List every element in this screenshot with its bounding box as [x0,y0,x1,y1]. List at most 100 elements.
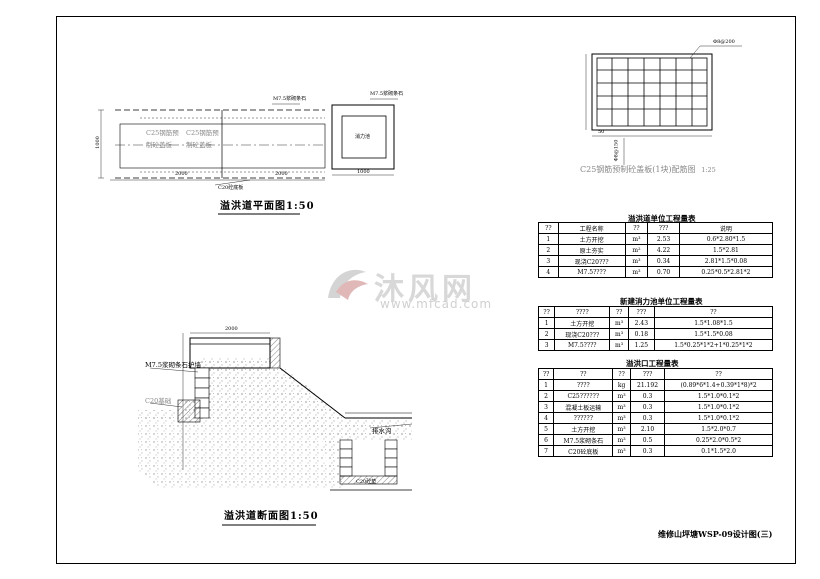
table-cell: 0.25*0.5*2.81*2 [678,266,774,278]
rebar-label-top: Φ8@200 [713,39,735,45]
section-label-foundation: C20基础 [145,397,172,405]
table-cell: M7.5???? [557,266,626,278]
table-cell: 1.5*0.25*1*2+1*0.25*1*2 [653,339,774,351]
table-cell: m³ [624,233,649,245]
table-row: 3 M7.5???? m³ 1.25 1.5*0.25*1*2+1*0.25*1… [537,339,774,351]
plan-title: 溢洪道平面图1:50 [220,201,315,212]
plan-dim-left: 2000 [175,171,188,177]
table-cell: m³ [612,401,631,413]
table-cell: 原土夯实 [557,244,626,256]
quantity-table-1: ?? 工程名称 ?? ??? 说明 1 土方开挖 m³ 2.53 0.6*2.8… [538,222,774,278]
table-cell: 3 [537,339,556,351]
section-title: 溢洪道断面图1:50 [224,511,319,522]
table-cell: 混凝土板运输 [553,401,614,413]
table-cell: C20砼底板 [553,445,614,457]
table-cell: 1.25 [627,339,655,351]
table-cell: ???? [553,379,614,391]
table-row: 3 现浇C20??? m³ 0.34 2.81*1.5*0.08 [538,255,774,267]
plan-label-slab-a2: 制砼盖板 [146,141,172,149]
table-header-cell: ?? [537,368,555,380]
plan-label-basin: 消力池 [355,134,371,140]
section-label-drain: 排水沟 [372,427,392,435]
table-cell: ?????? [553,412,614,424]
table-header-cell: ?? [538,222,559,234]
watermark: 沐风网 www.mfcad.com [322,262,492,312]
table-cell: 2 [537,328,556,340]
quantity-table-2: ?? ???? ?? ??? ?? 1 土方开挖 m³ 2.43 1.5*1.0… [537,306,774,351]
table-row: 5 土方开挖 m³ 2.10 1.5*2.0*0.7 [537,423,773,435]
plan-label-stone-1: M7.5浆砌条石 [273,96,307,102]
watermark-cn: 沐风网 [374,272,476,307]
table-header-row: ?? 工程名称 ?? ??? 说明 [538,222,774,234]
table-3-caption: 溢洪口工程量表 [626,359,679,368]
table-cell: m³ [612,412,631,424]
table-cell: 1.5*1.0*0.1*2 [664,390,773,402]
table-cell: 6 [537,434,555,446]
table-cell: 4.22 [647,244,680,256]
table-cell: 0.5 [629,434,666,446]
table-header-cell: 工程名称 [557,222,626,234]
table-cell: 土方开挖 [553,423,614,435]
table-cell: 4 [537,412,555,424]
table-row: 4 M7.5???? m³ 0.70 0.25*0.5*2.81*2 [538,266,774,278]
plan-label-stone-2: M7.5浆砌条石 [370,91,404,97]
table-cell: 土方开挖 [557,233,626,245]
quantity-table-3: ?? ?? ?? ??? ?? 1 ???? kg 21.192 (0.89*6… [537,368,773,457]
rebar-title: C25钢筋预制砼盖板(1块)配筋图 1:25 [580,166,716,174]
table-header-row: ?? ?? ?? ??? ?? [537,368,773,380]
plan-dim-right: 2000 [275,171,288,177]
table-cell: 2.53 [647,233,680,245]
drawing-sheet [56,16,796,564]
table-cell: 1 [537,317,556,329]
table-cell: m² [624,244,649,256]
table-header-cell: ?? [612,368,631,380]
table-cell: 1.5*2.81 [678,244,774,256]
table-header-cell: ?? [553,368,614,380]
rebar-grid [585,45,742,165]
section-label-wall: M7.5浆砌条石护墙 [145,361,201,369]
table-header-cell: ?? [664,368,773,380]
plan-label-slab-b2: 制砼盖板 [186,141,212,149]
plan-label-base: C20砼底板 [218,185,244,191]
table-cell: m³ [612,445,631,457]
table-row: 6 M7.5浆砌条石 m³ 0.5 0.25*2.0*0.5*2 [537,434,773,446]
watermark-en: www.mfcad.com [380,297,493,311]
table-cell: 7 [537,445,555,457]
table-row: 2 现浇C20??? m³ 0.18 1.5*1.5*0.08 [537,328,774,340]
plan-view [98,98,398,215]
table-cell: 0.34 [647,255,680,267]
plan-label-slab-a: C25钢筋预 [146,129,179,137]
table-cell: kg [612,379,631,391]
table-header-cell: ?? [609,306,629,318]
table-cell: 3 [538,255,559,267]
rebar-dim-50: 50 [598,129,605,135]
watermark-logo-icon [328,269,368,300]
table-cell: 0.6*2.80*1.5 [678,233,774,245]
section-label-bottom: C20砼垫 [356,479,377,485]
table-cell: 现浇C20??? [557,255,626,267]
table-cell: 2 [537,390,555,402]
table-cell: 0.3 [629,401,666,413]
table-cell: 0.3 [629,390,666,402]
table-cell: 0.25*2.0*0.5*2 [664,434,773,446]
table-header-cell: ??? [647,222,680,234]
rebar-title-text: C25钢筋预制砼盖板(1块)配筋图 [580,165,696,174]
table-row: 1 土方开挖 m³ 2.43 1.5*1.08*1.5 [537,317,774,329]
table-cell: m³ [612,434,631,446]
table-cell: 2.43 [627,317,655,329]
table-cell: M7.5浆砌条石 [553,434,614,446]
table-cell: (0.89*6*1.4+0.39*1*8)*2 [664,379,773,391]
table-row: 7 C20砼底板 m³ 0.3 0.1*1.5*2.0 [537,445,773,457]
table-header-cell: ?? [537,306,556,318]
table-cell: m³ [609,339,629,351]
table-cell: 2.10 [629,423,666,435]
table-cell: 1.5*1.0*0.1*2 [664,412,773,424]
table-cell: C25?????? [553,390,614,402]
rebar-scale: 1:25 [701,166,716,174]
table-cell: 0.3 [629,445,666,457]
table-cell: 1.5*1.0*0.1*2 [664,401,773,413]
table-header-cell: ??? [627,306,655,318]
table-cell: 1 [538,233,559,245]
table-row: 4 ?????? m³ 0.3 1.5*1.0*0.1*2 [537,412,773,424]
